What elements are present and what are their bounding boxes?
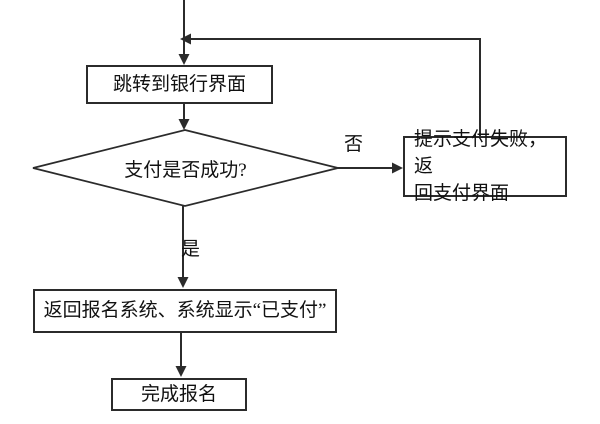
node-payment-decision-label: 支付是否成功?	[124, 159, 247, 181]
node-return-registration-label: 返回报名系统、系统显示“已支付”	[43, 300, 327, 322]
node-payment-decision: 支付是否成功?	[33, 130, 338, 206]
loop-line	[191, 38, 481, 136]
node-jump-to-bank: 跳转到银行界面	[86, 65, 273, 104]
node-payment-failed-line1: 提示支付失败，返	[414, 129, 548, 177]
entry-arrowhead	[178, 54, 190, 65]
no-edge-arrowhead	[392, 162, 403, 174]
node-payment-failed-line2: 回支付界面	[414, 183, 510, 204]
node-jump-to-bank-label: 跳转到银行界面	[112, 73, 246, 95]
node-return-registration: 返回报名系统、系统显示“已支付”	[33, 289, 337, 333]
yes-edge-arrowhead	[177, 277, 189, 288]
node-payment-failed: 提示支付失败，返 回支付界面	[403, 129, 567, 204]
edge-label-no: 否	[344, 134, 364, 155]
decision-diamond-shape	[32, 129, 339, 207]
loop-arrowhead	[180, 33, 191, 45]
node-complete-registration: 完成报名	[111, 378, 247, 411]
node-complete-registration-label: 完成报名	[140, 383, 217, 405]
return-to-complete-arrowhead	[175, 366, 187, 377]
box-to-decision-arrowhead	[178, 119, 190, 130]
edge-label-yes: 是	[181, 239, 201, 260]
